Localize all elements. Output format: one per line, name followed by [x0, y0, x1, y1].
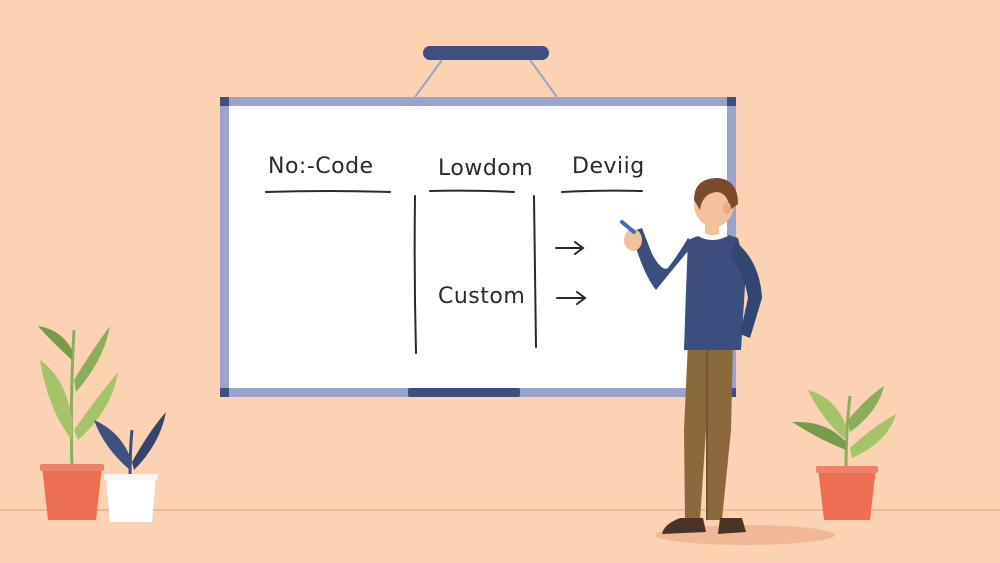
plant-left-tall: [38, 326, 118, 520]
whiteboard: [220, 97, 736, 397]
divider-line-1: [413, 195, 417, 354]
plant-left-small: [94, 412, 166, 522]
underline-col3: [561, 189, 643, 193]
whiteboard-header-no-code: No:-Code: [268, 154, 374, 179]
arrow-1: [555, 241, 585, 255]
whiteboard-header-lowdom: Lowdom: [438, 156, 534, 181]
whiteboard-header-deviig: Deviig: [572, 154, 645, 179]
plant-right: [792, 386, 896, 520]
whiteboard-markings: [265, 189, 643, 354]
whiteboard-entry-custom: Custom: [438, 284, 526, 309]
arrow-2: [556, 291, 587, 305]
underline-col2: [429, 189, 515, 193]
underline-col1: [265, 190, 391, 193]
person-figure: [620, 178, 835, 545]
divider-line-2: [533, 195, 537, 348]
whiteboard-hanger: [414, 46, 558, 98]
